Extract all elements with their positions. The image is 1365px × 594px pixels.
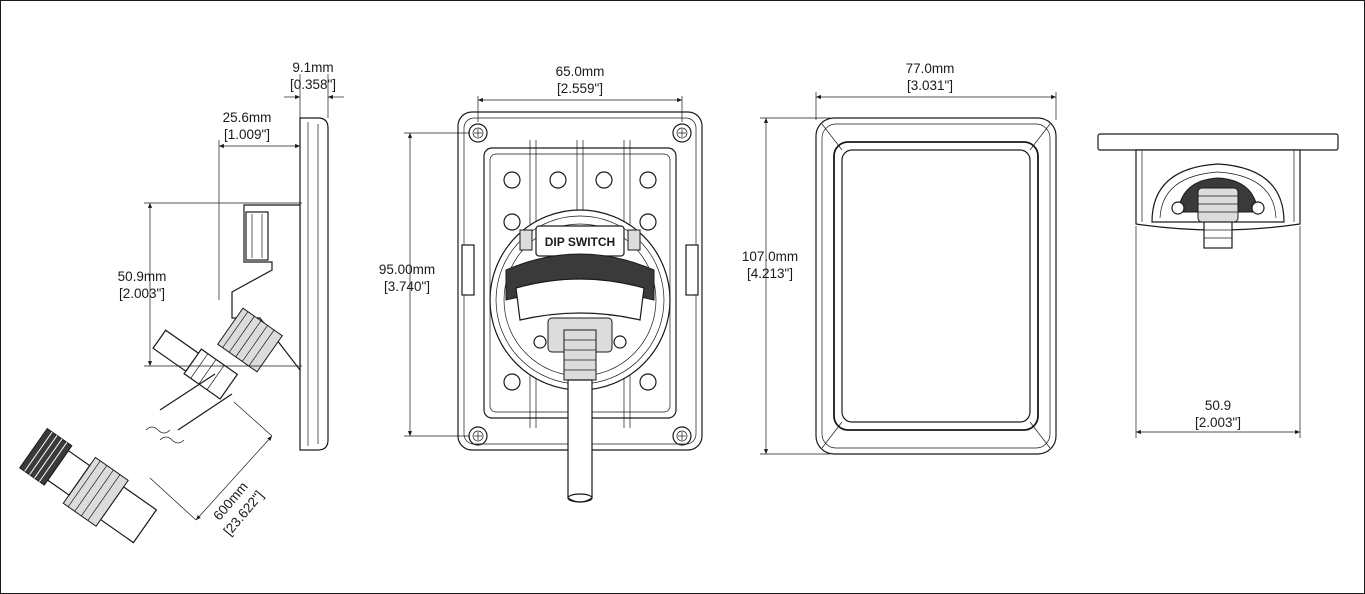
rear-height-in: [3.740"]: [384, 279, 430, 294]
height-dim-in: [2.003"]: [119, 286, 165, 301]
top-width-mm: 50.9: [1205, 398, 1231, 413]
top-view: 50.9 [2.003"]: [1097, 133, 1339, 438]
height-dim-mm: 50.9mm: [118, 269, 167, 284]
top-flange: [1097, 133, 1339, 151]
dip-switch-label: DIP SWITCH: [545, 235, 615, 249]
front-height-in: [4.213"]: [747, 266, 793, 281]
rear-height-mm: 95.00mm: [379, 262, 435, 277]
side-bezel: [299, 117, 329, 451]
front-screen-outer: [833, 141, 1039, 431]
rear-width-mm: 65.0mm: [556, 64, 605, 79]
body-dim-mm: 25.6mm: [223, 110, 272, 125]
front-bezel: [815, 117, 1057, 455]
rear-view: DIP SWITCH 65.0mm [2.559"] 95.00mm [3.74…: [379, 64, 703, 503]
front-screen: [841, 149, 1031, 423]
side-connector: [217, 307, 283, 373]
top-width-in: [2.003"]: [1195, 415, 1241, 430]
rear-cable: [567, 379, 593, 503]
rear-width-in: [2.559"]: [557, 81, 603, 96]
front-width-mm: 77.0mm: [906, 61, 955, 76]
body-dim-in: [1.009"]: [224, 127, 270, 142]
side-plug: [19, 427, 158, 544]
depth-dim-in: [0.358"]: [290, 77, 336, 92]
depth-dim-mm: 9.1mm: [292, 60, 333, 75]
front-view: 77.0mm [3.031"] 107.0mm [4.213"]: [742, 61, 1057, 455]
side-view: 9.1mm [0.358"] 25.6mm [1.009"] 50.9mm [2…: [19, 60, 344, 544]
front-height-mm: 107.0mm: [742, 249, 798, 264]
front-width-in: [3.031"]: [907, 78, 953, 93]
